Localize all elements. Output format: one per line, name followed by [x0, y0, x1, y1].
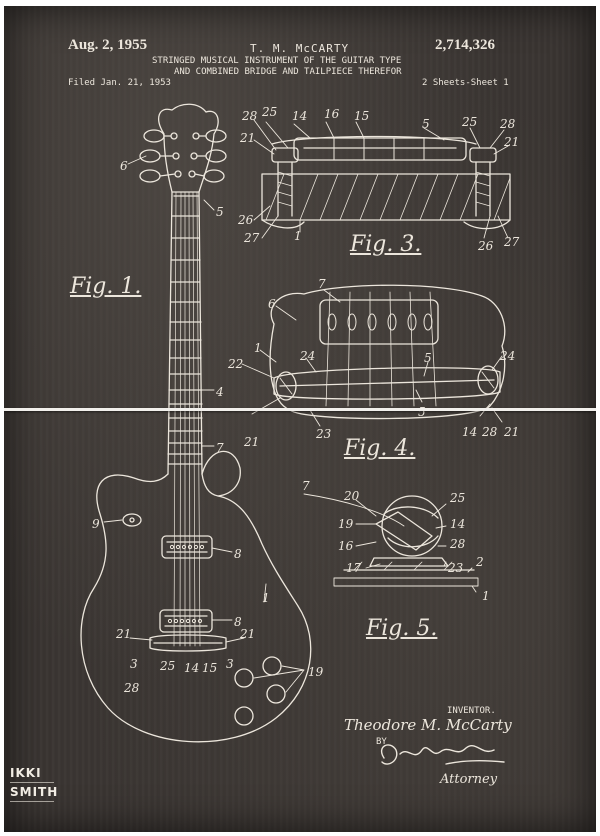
label-fig5: 19: [338, 517, 354, 531]
label-fig4: 21: [503, 425, 519, 439]
label-fig4: 5: [424, 351, 432, 365]
label-fig3: 5: [422, 117, 430, 131]
artist-logo: IKKI SMITH: [10, 764, 57, 802]
patent-number: 2,714,326: [435, 37, 495, 53]
label-fig1: 21: [115, 627, 131, 641]
label-fig4: 7: [318, 277, 326, 291]
attorney-label: Attorney: [440, 772, 498, 787]
tuner-pegs-right: [188, 129, 227, 183]
inventor-signature: Theodore M. McCarty: [344, 716, 512, 734]
label-fig1: 28: [123, 681, 140, 695]
label-fig4: 6: [268, 297, 276, 311]
label-fig5: 7: [302, 479, 310, 493]
label-fig4: 21: [243, 435, 259, 449]
guitar-drawing: [80, 103, 312, 743]
label-fig1: 1: [262, 591, 270, 605]
label-fig1: 9: [92, 517, 100, 531]
fig4-pickup-view: [241, 284, 506, 427]
label-fig4: 24: [499, 349, 515, 363]
label-fig5: 16: [338, 539, 354, 553]
label-fig1: 4: [215, 385, 224, 399]
label-fig4: 5: [418, 405, 426, 419]
label-fig4: 23: [315, 427, 332, 441]
by-label: BY: [376, 737, 387, 747]
label-fig1: 21: [239, 627, 255, 641]
label-fig4: 1: [254, 341, 262, 355]
label-fig5: 20: [343, 489, 360, 503]
inventor-header: T. M. McCARTY: [250, 42, 350, 55]
logo-line-2: SMITH: [10, 783, 57, 802]
figure-5-label: Fig. 5.: [366, 616, 438, 641]
label-fig3: 21: [503, 135, 519, 149]
attorney-signature: [380, 744, 505, 765]
label-fig1: 8: [234, 547, 242, 561]
label-fig3: 27: [503, 235, 520, 249]
label-fig1: 14: [184, 661, 199, 675]
label-fig3: 26: [237, 213, 254, 227]
label-fig1: 6: [120, 159, 128, 173]
label-fig4: 22: [227, 357, 243, 371]
label-fig5: 23: [447, 561, 464, 575]
label-fig3: 16: [324, 107, 340, 121]
patent-title-line1: STRINGED MUSICAL INSTRUMENT OF THE GUITA…: [152, 56, 402, 66]
figure-1-label: Fig. 1.: [70, 274, 142, 299]
label-fig3: 15: [354, 109, 369, 123]
figure-4-label: Fig. 4.: [344, 436, 416, 461]
label-fig5: 25: [449, 491, 465, 505]
label-fig1: 25: [159, 659, 175, 673]
label-fig4: 24: [299, 349, 315, 363]
label-fig4: 28: [481, 425, 498, 439]
label-fig5: 2: [475, 555, 484, 569]
label-fig3: 21: [239, 131, 255, 145]
label-fig3: 28: [499, 117, 516, 131]
label-fig3: 14: [292, 109, 307, 123]
label-fig1: 3: [226, 657, 234, 671]
label-fig1: 5: [216, 205, 224, 219]
inventor-label: INVENTOR.: [447, 706, 496, 716]
fig3-bridge-section: [253, 119, 511, 239]
label-fig1: 7: [216, 441, 224, 455]
tuner-pegs-left: [139, 129, 182, 183]
patent-drawing: 6 5 4 7 9 8 8 1 21 21 3 3 28 25 14 15 19…: [80, 103, 520, 765]
label-fig3: 26: [477, 239, 494, 253]
filed-date: Filed Jan. 21, 1953: [68, 78, 171, 88]
label-fig5: 1: [482, 589, 490, 603]
fig5-tailpiece-detail: [303, 493, 479, 593]
label-fig4: 14: [462, 425, 477, 439]
label-fig5: 28: [449, 537, 466, 551]
label-fig3: 1: [294, 229, 302, 243]
label-fig5: 17: [346, 561, 362, 575]
patent-poster: Aug. 2, 1955 T. M. McCARTY 2,714,326 STR…: [4, 6, 596, 832]
label-fig1: 3: [130, 657, 138, 671]
label-fig1: 19: [308, 665, 324, 679]
label-fig3: 25: [261, 105, 277, 119]
patent-date: Aug. 2, 1955: [68, 37, 148, 53]
patent-title-line2: AND COMBINED BRIDGE AND TAILPIECE THEREF…: [174, 67, 402, 77]
label-fig1: 15: [202, 661, 217, 675]
label-fig3: 25: [461, 115, 477, 129]
logo-line-1: IKKI: [10, 764, 54, 783]
sheet-count: 2 Sheets-Sheet 1: [422, 78, 509, 88]
label-fig1: 8: [234, 615, 242, 629]
label-fig3: 28: [241, 109, 258, 123]
figure-3-label: Fig. 3.: [350, 232, 422, 257]
label-fig5: 14: [450, 517, 465, 531]
panel-seam: [4, 408, 596, 411]
label-fig3: 27: [243, 231, 260, 245]
